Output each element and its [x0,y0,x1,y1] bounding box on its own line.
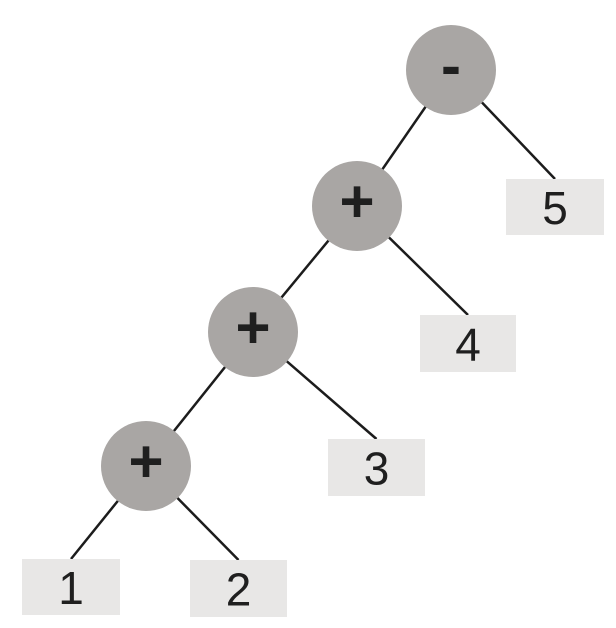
operator-label-op-plus-1: + [339,168,374,235]
operator-label-op-minus: - [441,32,461,99]
operator-label-op-plus-3: + [128,428,163,495]
leaf-node-leaf-1 [22,559,120,615]
leaf-label-leaf-2: 2 [226,564,252,616]
leaf-label-leaf-4: 4 [455,319,481,371]
operator-node-op-minus [406,25,496,115]
leaf-node-leaf-2 [190,560,287,617]
leaf-node-leaf-4 [420,315,516,372]
operator-node-op-plus-1 [312,161,402,251]
leaf-label-leaf-1: 1 [58,562,84,614]
leaf-label-leaf-5: 5 [542,182,568,234]
operator-label-op-plus-2: + [235,294,270,361]
leaf-node-leaf-3 [328,439,425,496]
leaf-node-leaf-5 [506,179,604,235]
operator-node-op-plus-3 [101,421,191,511]
operator-node-op-plus-2 [208,287,298,377]
leaf-label-leaf-3: 3 [364,443,390,495]
